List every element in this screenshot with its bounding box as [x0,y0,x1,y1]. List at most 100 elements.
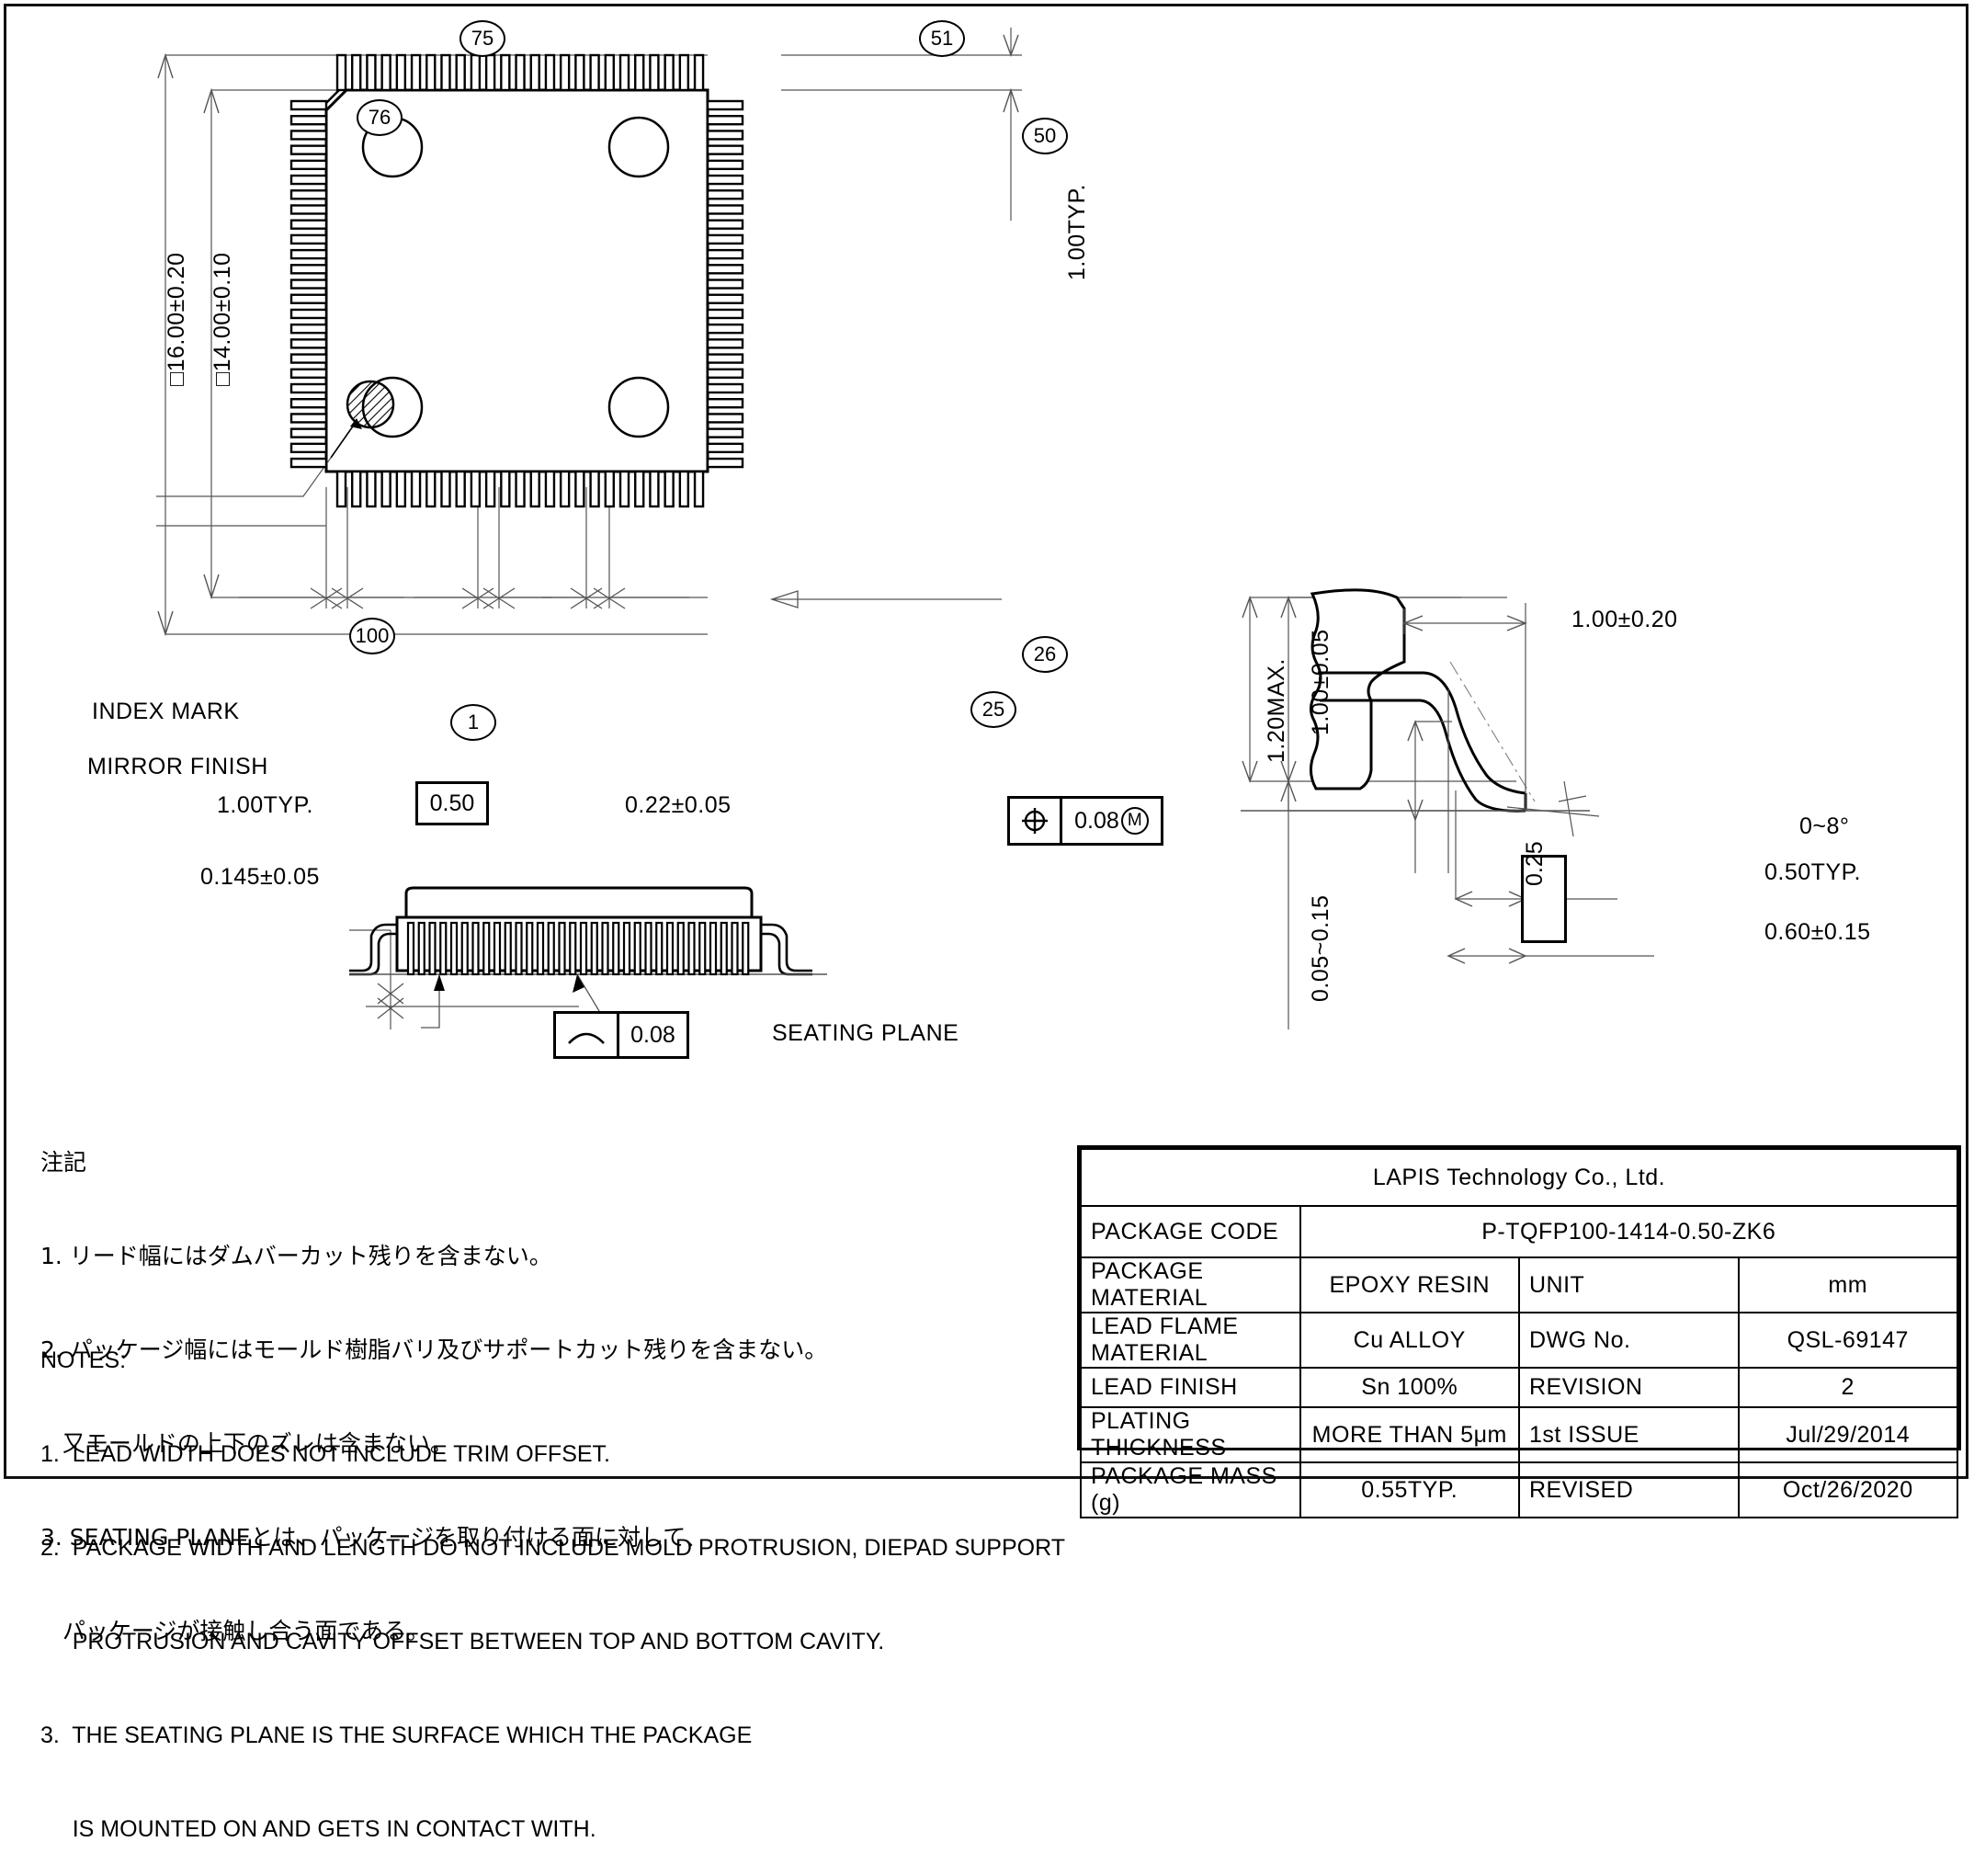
title-block: LAPIS Technology Co., Ltd. PACKAGE CODE … [1077,1145,1961,1518]
side-lead [590,921,598,976]
side-lead [579,921,588,976]
side-lead [569,921,577,976]
side-lead [612,921,620,976]
dim-lead-width: 0.22±0.05 [625,792,732,818]
row-label2: REVISED [1518,1461,1740,1518]
side-lead [482,921,491,976]
side-lead [493,921,502,976]
row-label2: 1st ISSUE [1518,1406,1740,1463]
side-lead [720,921,728,976]
dim-lead-thickness-value: 0.25 [1521,840,1548,886]
row-label: PACKAGE MASS (g) [1080,1461,1301,1518]
side-lead [709,921,718,976]
dim-stand-off: 0.05~0.15 [1308,894,1333,1002]
gdt-flatness-frame: 0.08 [553,1011,689,1059]
side-lead [665,921,675,976]
notes-en-item: 2. PACKAGE WIDTH AND LENGTH DO NOT INCLU… [40,1535,1065,1561]
pin-bubble-75: 75 [459,20,505,57]
side-lead [655,921,664,976]
side-lead [622,921,631,976]
side-lead [547,921,555,976]
dim-lead-extent: 1.00±0.20 [1571,607,1678,632]
notes-en-item: PROTRUSION AND CAVITY OFFSET BETWEEN TOP… [40,1629,885,1654]
row-label: LEAD FLAME MATERIAL [1080,1312,1301,1369]
row-value2: Oct/26/2020 [1737,1461,1958,1518]
dim-foot-typ: 0.50TYP. [1764,859,1862,885]
row-value2: QSL-69147 [1737,1312,1958,1369]
row-value: EPOXY RESIN [1299,1256,1520,1313]
side-lead [406,921,415,976]
label-seating-plane: SEATING PLANE [772,1020,959,1046]
dim-body-outer: □16.00±0.20 [164,252,189,386]
pin-bubble-26: 26 [1022,636,1068,673]
pin-bubble-1: 1 [450,704,496,741]
side-lead [515,921,523,976]
side-lead [504,921,512,976]
side-view-drawing [349,886,827,1040]
row-label: LEAD FINISH [1080,1367,1301,1408]
row-label2: UNIT [1518,1256,1740,1313]
lead-detail-drawing [1241,588,1654,1029]
dim-foot-length: 0.60±0.15 [1764,919,1871,945]
row-value2: 2 [1737,1367,1958,1408]
side-lead [449,921,459,976]
side-lead [536,921,545,976]
pin-bubble-76: 76 [357,99,403,136]
row-value: Sn 100% [1299,1367,1520,1408]
side-lead [698,921,707,976]
dim-corner-chamfer: 1.00TYP. [1064,183,1090,280]
row-label2: REVISION [1518,1367,1740,1408]
row-label: PACKAGE MATERIAL [1080,1256,1301,1313]
row-value2: Jul/29/2014 [1737,1406,1958,1463]
dim-lead-thickness-box: 0.25 [1521,841,1567,943]
drawing-border [4,4,1968,1479]
side-lead [417,921,425,976]
notes-en-item: 3. THE SEATING PLANE IS THE SURFACE WHIC… [40,1723,753,1748]
profile-arc-icon [556,1014,619,1056]
side-lead [558,921,566,976]
dim-total-height: 1.20MAX. [1264,658,1289,763]
pin-bubble-100: 100 [349,618,395,654]
row-value2: mm [1737,1256,1958,1313]
company-name: LAPIS Technology Co., Ltd. [1080,1148,1958,1207]
notes-jp-item: 又モールドの上下のズレは含まない。 [40,1430,453,1457]
notes-english: NOTES: 1. LEAD WIDTH DOES NOT INCLUDE TR… [40,1282,1065,1876]
side-lead [601,921,609,976]
notes-jp-heading: 注記 [40,1149,87,1176]
row-value: MORE THAN 5μm [1299,1406,1520,1463]
label-mirror-finish: MIRROR FINISH [87,754,268,779]
dim-pitch-box: 0.50 [415,781,489,825]
dim-body-height: 1.00±0.05 [1308,629,1333,735]
dim-body-inner: □14.00±0.10 [210,252,235,386]
notes-jp-item: 1. リード幅にはダムバーカット残りを含まない。 [40,1243,552,1269]
side-lead [731,921,739,976]
top-view-drawing: generated below [156,28,1022,637]
gdt-position-value: 0.08 [1074,807,1119,834]
package-code-value: P-TQFP100-1414-0.50-ZK6 [1299,1205,1958,1258]
side-lead [742,921,750,976]
position-crosshair-icon [1010,799,1062,843]
notes-en-item: IS MOUNTED ON AND GETS IN CONTACT WITH. [40,1816,596,1842]
gdt-position-frame: 0.08 M [1007,796,1163,846]
side-lead [439,921,448,976]
side-lead [633,921,641,976]
gdt-flatness-value: 0.08 [630,1021,675,1048]
side-lead [460,921,469,976]
row-label: PLATING THICKNESS [1080,1406,1301,1463]
side-lead [471,921,480,976]
dim-side-thickness: 0.145±0.05 [200,864,320,890]
notes-en-heading: NOTES: [40,1347,127,1373]
pin-bubble-50: 50 [1022,118,1068,154]
dim-lead-pitch-typ: 1.00TYP. [217,792,314,818]
row-value: Cu ALLOY [1299,1312,1520,1369]
dim-lead-angle: 0~8° [1799,813,1850,839]
notes-en-item: 1. LEAD WIDTH DOES NOT INCLUDE TRIM OFFS… [40,1441,610,1467]
side-lead [687,921,696,976]
label-index-mark: INDEX MARK [92,699,240,724]
notes-jp-item: 2. パッケージ幅にはモールド樹脂バリ及びサポートカット残りを含まない。 [40,1336,828,1363]
side-lead [644,921,652,976]
row-label2: DWG No. [1518,1312,1740,1369]
pin-bubble-51: 51 [919,20,965,57]
package-code-label: PACKAGE CODE [1080,1205,1301,1258]
side-lead [526,921,534,976]
